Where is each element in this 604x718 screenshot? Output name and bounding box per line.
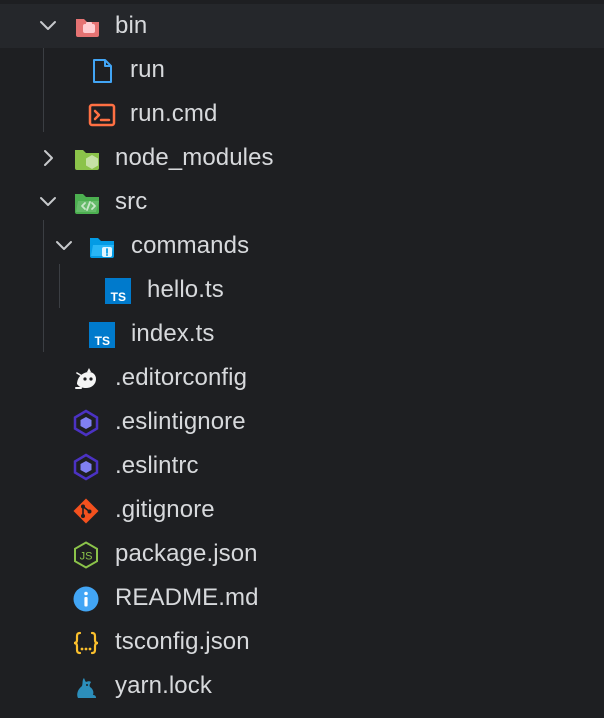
tree-item-gitignore[interactable]: .gitignore	[0, 488, 604, 532]
git-icon	[73, 498, 99, 524]
tree-item-label: src	[115, 188, 148, 215]
tree-item-bin[interactable]: bin	[0, 4, 604, 48]
chevron-down-icon[interactable]	[36, 14, 60, 38]
tree-item-label: .editorconfig	[115, 364, 248, 391]
svg-text:TS: TS	[95, 334, 110, 348]
json-icon	[73, 631, 99, 655]
tree-item-label: node_modules	[115, 144, 274, 171]
tree-item-commands[interactable]: commands	[0, 224, 604, 268]
tree-item-yarn-lock[interactable]: yarn.lock	[0, 664, 604, 708]
tree-item-eslintrc[interactable]: .eslintrc	[0, 444, 604, 488]
tree-item-hello-ts[interactable]: TS hello.ts	[0, 268, 604, 312]
indent-guide-commands	[59, 264, 60, 308]
tree-item-label: package.json	[115, 540, 258, 567]
code-folder-open-icon	[75, 194, 99, 214]
tree-item-run-cmd[interactable]: run.cmd	[0, 92, 604, 136]
folder-open-icon	[76, 19, 99, 37]
nodejs-folder-icon	[75, 150, 99, 170]
info-icon	[73, 586, 99, 612]
tree-item-tsconfig-json[interactable]: tsconfig.json	[0, 620, 604, 664]
file-icon	[93, 59, 112, 83]
tree-item-label: run.cmd	[130, 100, 218, 127]
tree-item-label: index.ts	[131, 320, 215, 347]
tree-item-editorconfig[interactable]: .editorconfig	[0, 356, 604, 400]
typescript-icon: TS	[89, 322, 115, 348]
commands-folder-open-icon	[90, 238, 114, 258]
editorconfig-icon	[75, 368, 96, 389]
yarn-icon	[77, 678, 96, 698]
tree-item-label: tsconfig.json	[115, 628, 250, 655]
chevron-down-icon[interactable]	[36, 190, 60, 214]
tree-item-eslintignore[interactable]: .eslintignore	[0, 400, 604, 444]
eslint-icon	[73, 453, 99, 481]
typescript-icon: TS	[105, 278, 131, 304]
tree-item-node-modules[interactable]: node_modules	[0, 136, 604, 180]
tree-item-label: hello.ts	[147, 276, 224, 303]
tree-item-package-json[interactable]: JS package.json	[0, 532, 604, 576]
svg-text:TS: TS	[111, 290, 126, 304]
chevron-down-icon[interactable]	[52, 234, 76, 258]
tree-item-readme[interactable]: README.md	[0, 576, 604, 620]
tree-item-label: README.md	[115, 584, 259, 611]
eslint-icon	[73, 409, 99, 437]
indent-guide-src	[43, 220, 44, 352]
tree-item-label: .eslintignore	[115, 408, 246, 435]
tree-item-label: run	[130, 56, 165, 83]
tree-item-label: bin	[115, 12, 148, 39]
chevron-right-icon[interactable]	[36, 146, 60, 170]
tree-item-label: .eslintrc	[115, 452, 199, 479]
terminal-icon	[88, 103, 116, 127]
tree-item-index-ts[interactable]: TS index.ts	[0, 312, 604, 356]
tree-item-label: commands	[131, 232, 250, 259]
tree-item-label: yarn.lock	[115, 672, 212, 699]
svg-text:JS: JS	[80, 551, 93, 563]
tree-item-label: .gitignore	[115, 496, 215, 523]
tree-item-src[interactable]: src	[0, 180, 604, 224]
indent-guide-bin	[43, 44, 44, 132]
nodejs-icon: JS	[74, 541, 98, 569]
tree-item-run[interactable]: run	[0, 48, 604, 92]
